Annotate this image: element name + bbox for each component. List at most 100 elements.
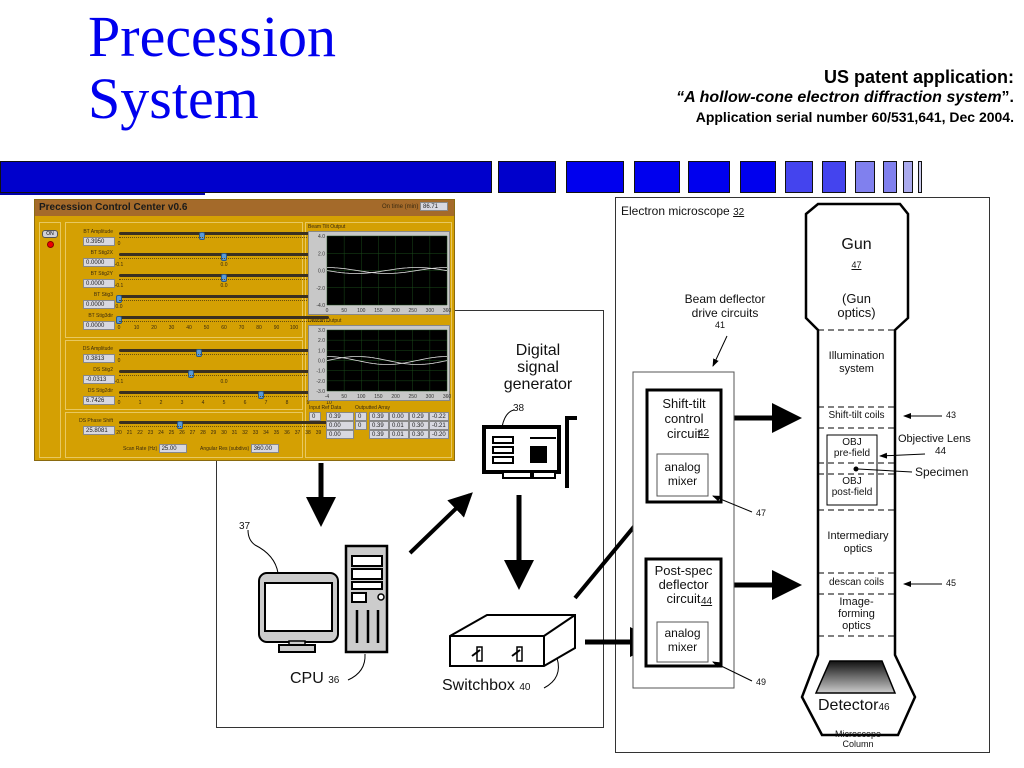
slider-thumb[interactable] xyxy=(176,421,183,429)
slider-tick-label: -0.1 xyxy=(114,283,124,289)
slider-ticks xyxy=(119,321,329,324)
post-spec-circuit-label: Post-spec deflector circuit xyxy=(654,563,713,606)
image-forming-label: Image- forming optics xyxy=(838,596,875,632)
slider-value-input[interactable]: 0.3813 xyxy=(83,354,115,363)
slider-tick-label: 0 xyxy=(117,241,121,247)
slider-tick-label: 29 xyxy=(210,430,217,436)
angular-res-input[interactable]: 360.00 xyxy=(250,444,279,453)
arrow-cpu-to-dsg xyxy=(408,492,473,555)
slider-thumb[interactable] xyxy=(198,232,205,240)
slider-tick-label: 1 xyxy=(138,400,142,406)
detector-label: Detector46 xyxy=(818,697,918,715)
pointer-specimen xyxy=(857,468,913,473)
slider-track[interactable] xyxy=(119,253,329,261)
slider-track[interactable] xyxy=(119,274,329,282)
plot-series-line xyxy=(326,267,448,274)
mixer1-label: analog mixer xyxy=(664,460,701,488)
descan-coils-label: descan coils xyxy=(828,577,885,588)
slider-thumb[interactable] xyxy=(257,391,264,399)
slider-track[interactable] xyxy=(119,421,329,429)
slider-thumb[interactable] xyxy=(116,316,122,324)
plot-xtick-label: 250 xyxy=(409,308,418,314)
slider-value-input[interactable]: -0.0313 xyxy=(83,375,115,384)
decor-bar-main xyxy=(0,161,492,193)
descan-plot-title: Descan Output xyxy=(308,318,342,324)
slider-thumb[interactable] xyxy=(221,253,227,261)
slider-thumb[interactable] xyxy=(221,274,227,282)
slider-track[interactable] xyxy=(116,295,329,303)
input-ref-cell[interactable]: 0.39 xyxy=(326,412,354,421)
slider-tick-labels: 01 xyxy=(118,358,331,366)
slider-tick-label: 0.0 xyxy=(220,283,228,289)
output-index-col[interactable]: 0 xyxy=(355,421,367,430)
output-index-row[interactable]: 0 xyxy=(355,412,367,421)
slider-thumb[interactable] xyxy=(116,295,122,303)
mixer2-label: analog mixer xyxy=(664,626,701,654)
plot-xtick-label: 300 xyxy=(426,394,435,400)
slider-value-input[interactable]: 0.0000 xyxy=(83,321,115,330)
slider-value-input[interactable]: 0.3950 xyxy=(83,237,115,246)
slider-thumb[interactable] xyxy=(188,370,195,378)
plot-xtick-label: 250 xyxy=(409,394,418,400)
slider-tick-label: 34 xyxy=(263,430,269,436)
patent-title: “A hollow-cone electron diffraction syst… xyxy=(676,88,1014,108)
input-ref-cell[interactable]: 0.00 xyxy=(326,430,354,439)
decor-block xyxy=(498,161,556,193)
slider-track[interactable] xyxy=(116,316,329,324)
output-array-cell: 0.30 xyxy=(409,430,429,439)
decor-block xyxy=(822,161,846,193)
decor-block xyxy=(883,161,897,193)
slider-tick-label: 39 xyxy=(315,430,322,436)
plot-ytick-label: 1.0 xyxy=(318,348,325,354)
output-array-cell: 0.39 xyxy=(369,430,389,439)
descan-coils-ref: 45 xyxy=(946,578,957,588)
specimen-dot xyxy=(853,466,859,472)
slider-value-input[interactable]: 0.0000 xyxy=(83,300,115,309)
on-time-value[interactable]: 86.71 xyxy=(420,202,448,211)
gun-label: Gun xyxy=(841,236,872,253)
output-array-cell: -0.20 xyxy=(429,430,449,439)
slider-tick-label: 22 xyxy=(137,430,143,436)
plot-xtick-label: 50 xyxy=(341,394,347,400)
slider-thumb[interactable] xyxy=(196,349,202,357)
mixer2-box xyxy=(656,621,709,663)
slider-track[interactable] xyxy=(119,349,329,357)
scan-rate-input[interactable]: 25.00 xyxy=(158,444,187,453)
plot-xtick-label: 200 xyxy=(391,394,400,400)
slider-track[interactable] xyxy=(119,232,329,240)
slider-tick-label: 0.0 xyxy=(220,262,228,268)
pointer-41 xyxy=(712,335,728,367)
slider-track[interactable] xyxy=(119,370,329,378)
input-ref-index[interactable]: 0 xyxy=(309,412,321,421)
plot-xtick-label: 360 xyxy=(443,394,451,400)
plot-xtick-label: 200 xyxy=(391,308,400,314)
gun-ref: 47 xyxy=(851,260,862,270)
slider-tick-label: 3 xyxy=(180,400,184,406)
slider-tick-label: 0.0 xyxy=(220,379,228,385)
slider-value-input[interactable]: 25.8081 xyxy=(83,426,115,435)
slider-value-input[interactable]: 0.0000 xyxy=(83,279,115,288)
slider-tick-label: -0.1 xyxy=(114,379,124,385)
cpu-label-text: CPU xyxy=(290,670,324,687)
slider-tick-label: 0.0 xyxy=(115,304,123,310)
slider-tick-label: 80 xyxy=(256,325,262,331)
slider-tick-label: 10 xyxy=(326,400,332,406)
slider-tick-label: 9 xyxy=(306,400,310,406)
slider-tick-label: 100 xyxy=(289,325,299,331)
slider-value-input[interactable]: 0.0000 xyxy=(83,258,115,267)
patent-title-text: “A hollow-cone electron diffraction syst… xyxy=(676,89,1002,106)
detector-label-text: Detector xyxy=(818,697,879,714)
intermediary-label: Intermediary optics xyxy=(827,530,889,555)
on-button[interactable]: ON xyxy=(42,230,58,238)
slider-track[interactable] xyxy=(119,391,329,399)
detector-icon xyxy=(814,660,897,694)
slider-tick-label: 2 xyxy=(159,400,163,406)
input-ref-cell[interactable]: 0.00 xyxy=(326,421,354,430)
scan-rate-label: Scan Rate (Hz) xyxy=(123,446,158,452)
plot-series-line xyxy=(326,356,448,365)
slider-value-input[interactable]: 6.7426 xyxy=(83,396,115,405)
